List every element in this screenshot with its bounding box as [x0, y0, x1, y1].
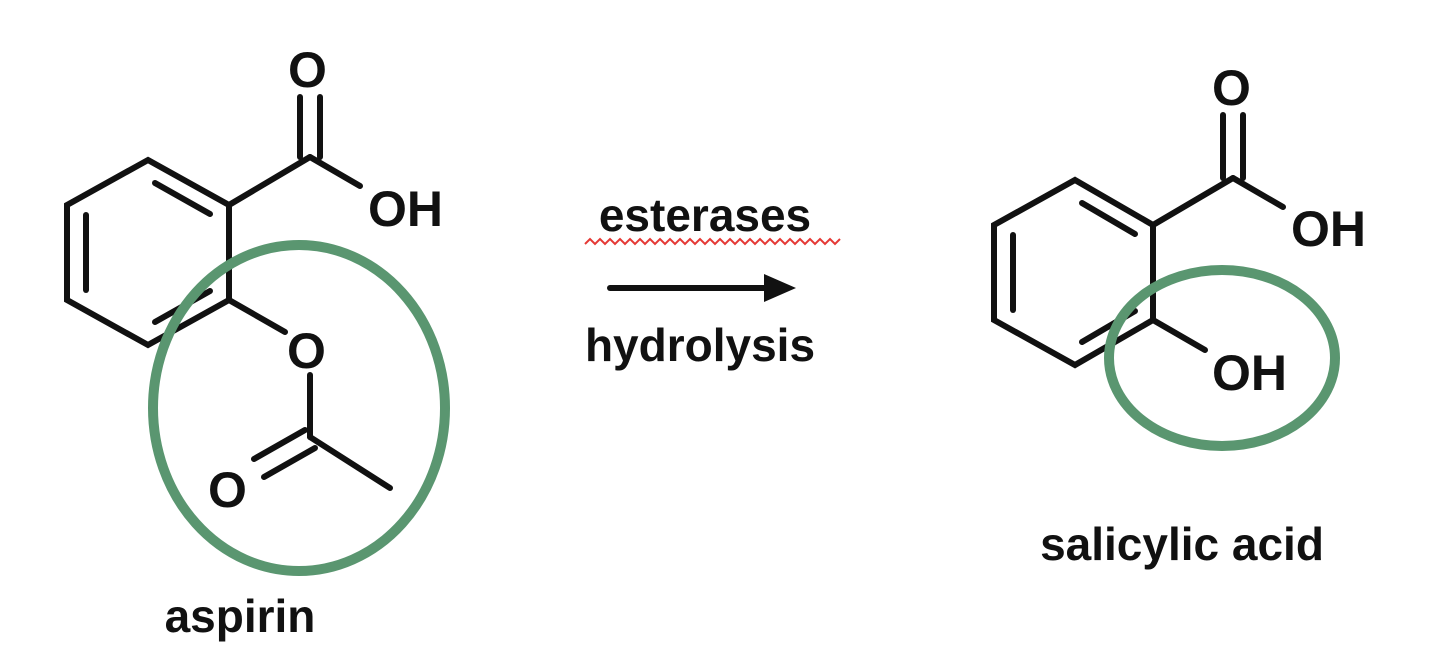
aspirin-ester-o-label: O	[287, 323, 326, 379]
salicylic-phenol-group: OH	[1150, 317, 1287, 401]
salicylic-oh-highlight-ring	[1104, 265, 1340, 451]
aspirin-name-label: aspirin	[165, 590, 316, 642]
aspirin-structure: O OH O O aspirin	[64, 42, 450, 642]
aspirin-carboxyl-oh-label: OH	[368, 181, 443, 237]
salicylic-carboxyl-group: O OH	[1150, 60, 1366, 257]
aspirin-carbonyl-o-label: O	[288, 42, 327, 98]
reaction-arrow-group: esterases hydrolysis	[584, 189, 841, 371]
salicylic-acid-name-label: salicylic acid	[1040, 518, 1324, 570]
aspirin-acetyl-group: O O	[208, 297, 393, 518]
salicylic-carboxyl-oh-label: OH	[1291, 201, 1366, 257]
reagent-hydrolysis-label: hydrolysis	[585, 319, 815, 371]
salicylic-acid-structure: O OH OH salicylic acid	[991, 60, 1366, 570]
salicylic-benzene-ring	[991, 176, 1156, 369]
spellcheck-underline	[584, 237, 841, 246]
aspirin-carboxyl-group: O OH	[226, 42, 443, 237]
aspirin-benzene-ring	[64, 156, 232, 349]
reaction-arrow-head	[764, 274, 796, 302]
aspirin-acetyl-highlight-ring	[148, 240, 450, 576]
aspirin-acyl-o-label: O	[208, 462, 247, 518]
salicylic-carbonyl-o-label: O	[1212, 60, 1251, 116]
salicylic-phenol-oh-label: OH	[1212, 345, 1287, 401]
reagent-esterases-label: esterases	[599, 189, 811, 241]
